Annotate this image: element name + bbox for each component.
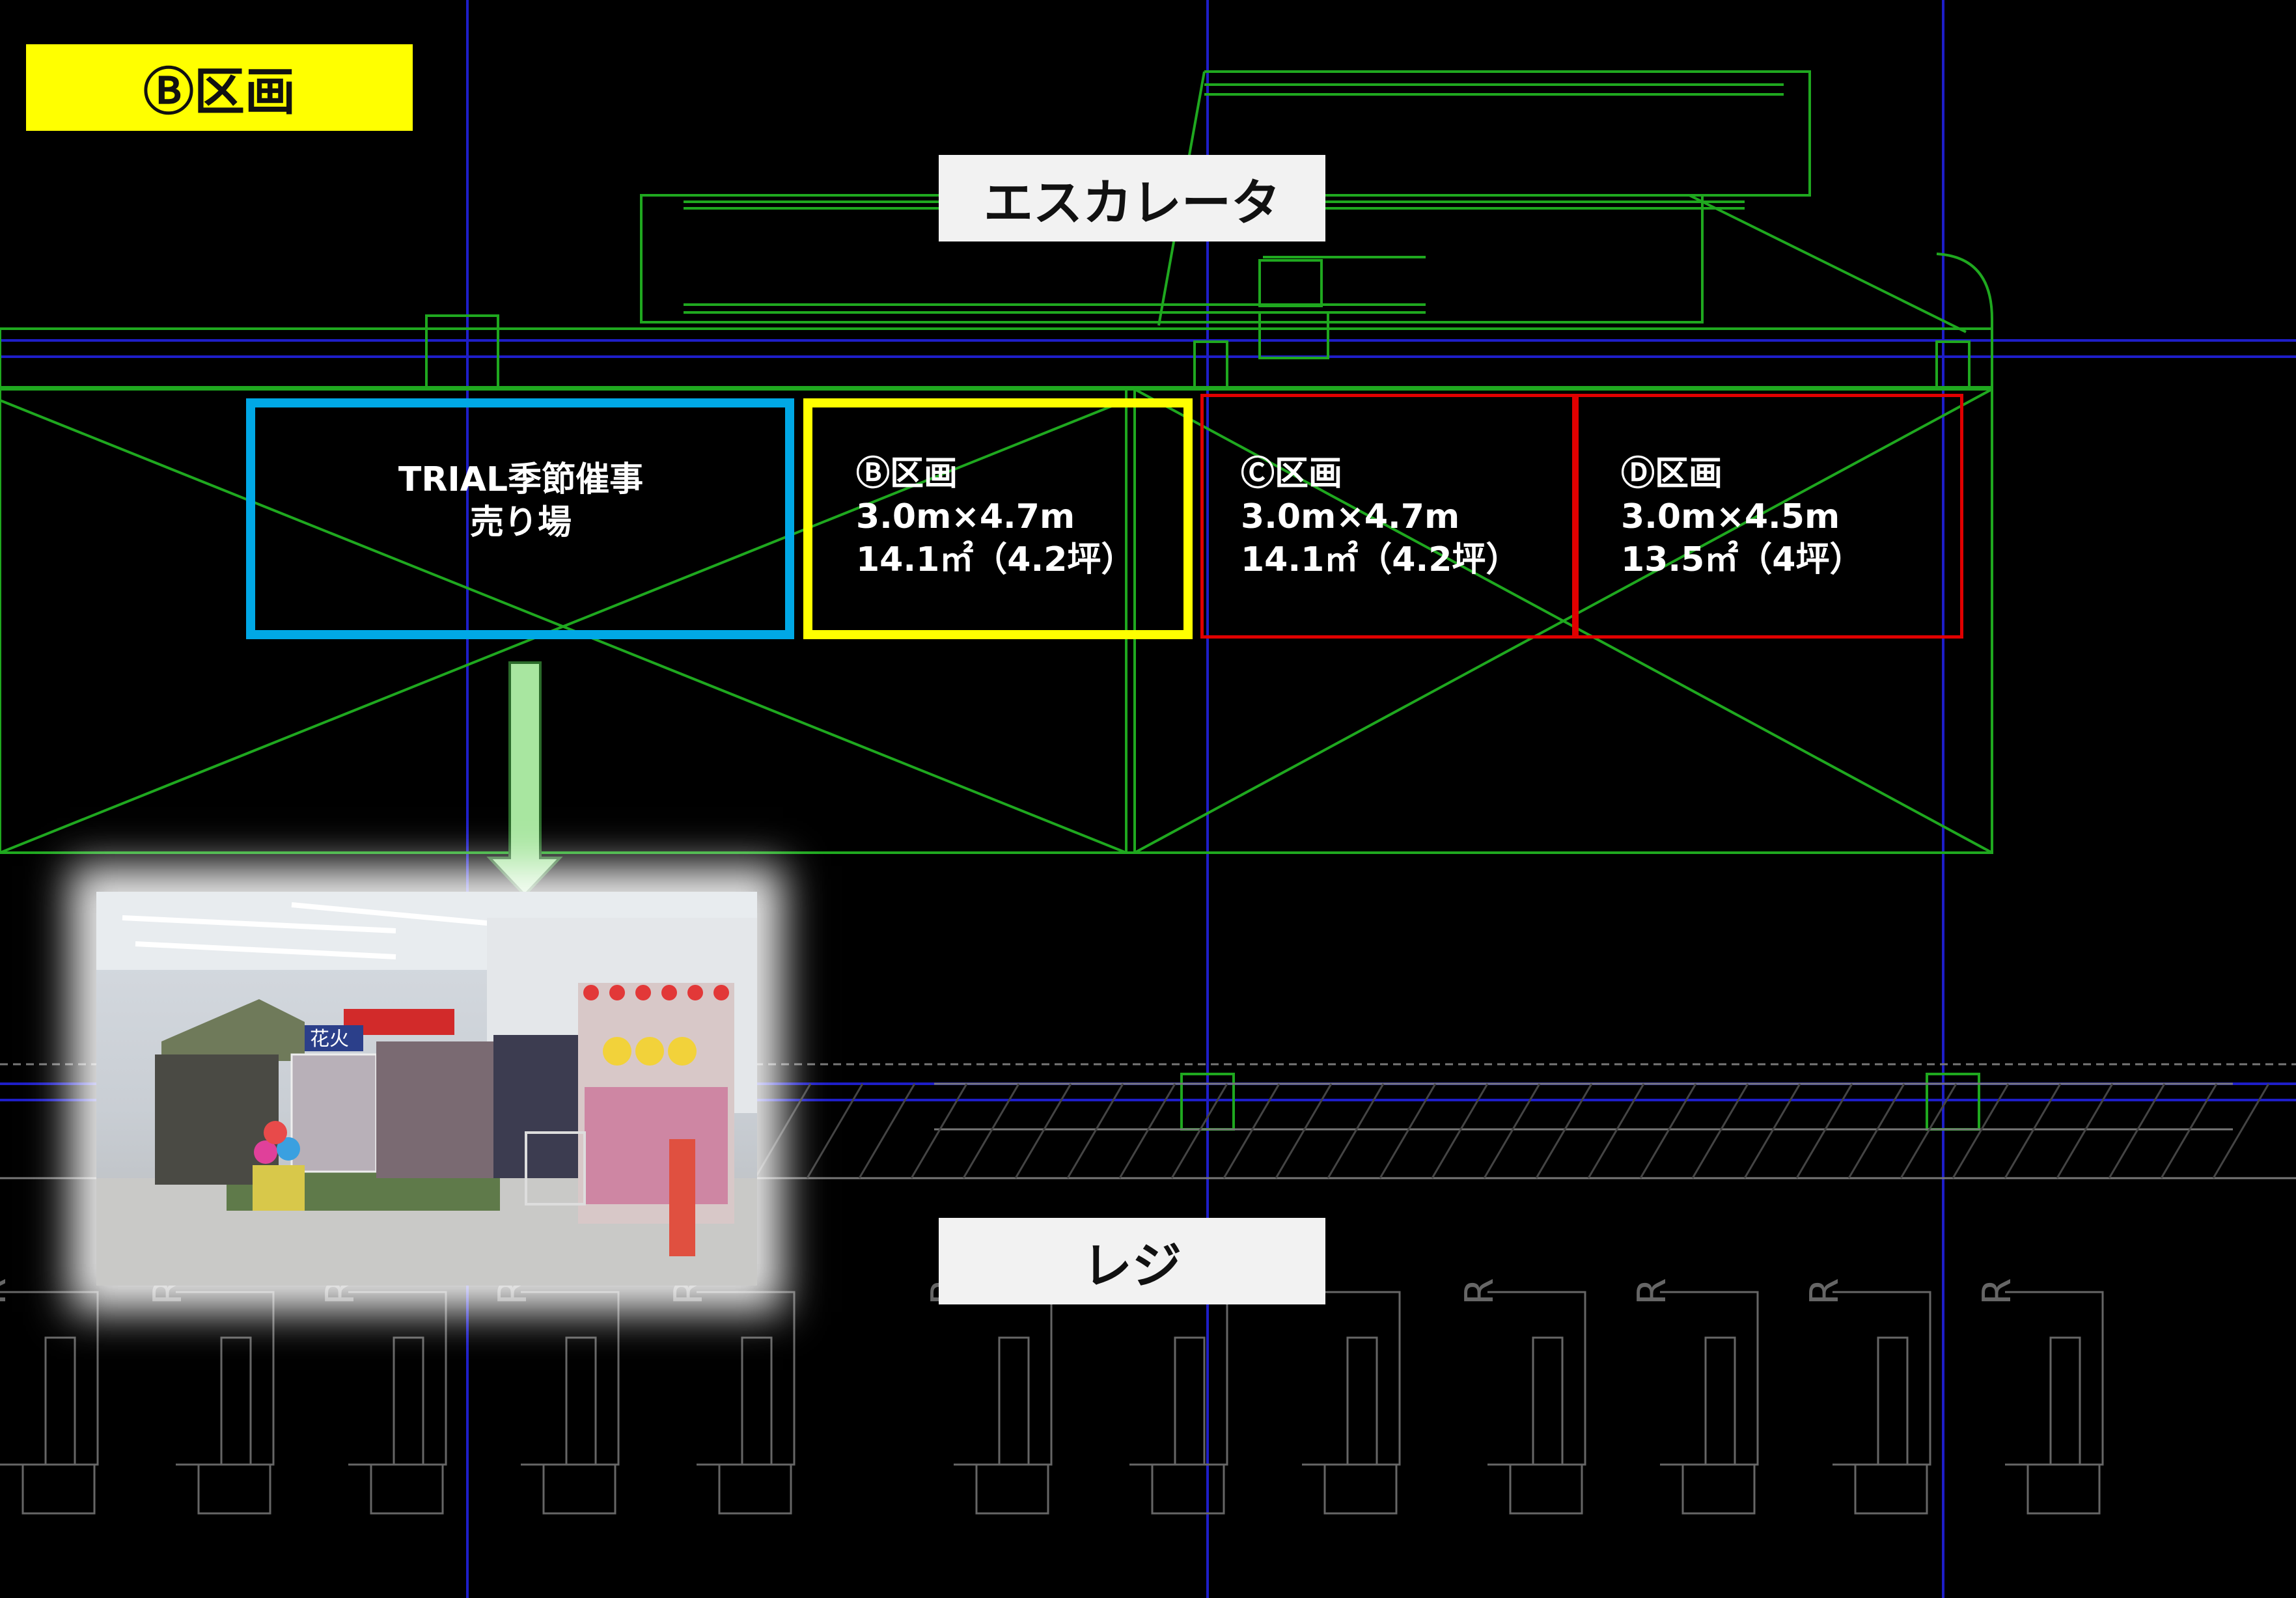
down-arrow bbox=[486, 661, 563, 897]
register-mark: R bbox=[1457, 1278, 1502, 1305]
register-counter bbox=[0, 1291, 99, 1466]
store-photo: 花火 bbox=[96, 892, 757, 1286]
register-base bbox=[542, 1463, 616, 1515]
plot-b-dims: 3.0m×4.7m bbox=[856, 497, 1075, 536]
register-base bbox=[1509, 1463, 1583, 1515]
plot-b-text: Ⓑ区画 3.0m×4.7m 14.1㎡（4.2坪） bbox=[856, 452, 1135, 581]
plot-c-text: Ⓒ区画 3.0m×4.7m 14.1㎡（4.2坪） bbox=[1241, 452, 1519, 581]
plot-d-dims: 3.0m×4.5m bbox=[1621, 497, 1840, 536]
plot-c-box bbox=[1200, 394, 1575, 639]
plot-d-text: Ⓓ区画 3.0m×4.5m 13.5㎡（4坪） bbox=[1621, 452, 1863, 581]
trial-area-line1: TRIAL季節催事 bbox=[398, 460, 644, 499]
register-base bbox=[1681, 1463, 1756, 1515]
trial-area-line2: 売り場 bbox=[469, 503, 572, 542]
photo-sign-text: 花火 bbox=[310, 1028, 349, 1051]
trial-area-label: TRIAL季節催事 売り場 bbox=[247, 459, 794, 545]
register-base bbox=[718, 1463, 792, 1515]
register-base bbox=[370, 1463, 444, 1515]
section-title: Ⓑ区画 bbox=[26, 44, 413, 131]
plot-d-box bbox=[1575, 394, 1963, 639]
register-base bbox=[975, 1463, 1049, 1515]
register-counter bbox=[2005, 1291, 2104, 1466]
plot-c-dims: 3.0m×4.7m bbox=[1241, 497, 1460, 536]
register-counter bbox=[1129, 1291, 1228, 1466]
register-base bbox=[2026, 1463, 2101, 1515]
register-counters: RRRRRRRRRRRR bbox=[0, 1278, 2104, 1515]
register-mark: R bbox=[1629, 1278, 1675, 1305]
register-mark: R bbox=[0, 1278, 15, 1305]
plot-b-name: Ⓑ区画 bbox=[856, 454, 958, 493]
register-counter bbox=[348, 1291, 447, 1466]
register-counter bbox=[1660, 1291, 1759, 1466]
register-base bbox=[1854, 1463, 1928, 1515]
register-base bbox=[1323, 1463, 1398, 1515]
hatching bbox=[754, 1083, 2270, 1179]
register-label: レジ bbox=[939, 1218, 1325, 1304]
register-base bbox=[1151, 1463, 1225, 1515]
register-counter bbox=[176, 1291, 275, 1466]
plot-b-box bbox=[803, 398, 1193, 639]
trial-event-area bbox=[246, 398, 794, 639]
register-counter bbox=[521, 1291, 620, 1466]
register-counter bbox=[1302, 1291, 1401, 1466]
plot-d-name: Ⓓ区画 bbox=[1621, 454, 1723, 493]
register-mark: R bbox=[1974, 1278, 2020, 1305]
register-counter bbox=[954, 1291, 1053, 1466]
plot-d-area: 13.5㎡（4坪） bbox=[1621, 540, 1864, 579]
register-counter bbox=[1833, 1291, 1931, 1466]
escalator-label: エスカレータ bbox=[939, 155, 1325, 241]
register-counter bbox=[697, 1291, 795, 1466]
plot-b-area: 14.1㎡（4.2坪） bbox=[856, 540, 1135, 579]
plot-c-name: Ⓒ区画 bbox=[1241, 454, 1343, 493]
register-counter bbox=[1487, 1291, 1586, 1466]
register-mark: R bbox=[1802, 1278, 1847, 1305]
register-base bbox=[197, 1463, 271, 1515]
register-base bbox=[21, 1463, 96, 1515]
plot-c-area: 14.1㎡（4.2坪） bbox=[1241, 540, 1520, 579]
